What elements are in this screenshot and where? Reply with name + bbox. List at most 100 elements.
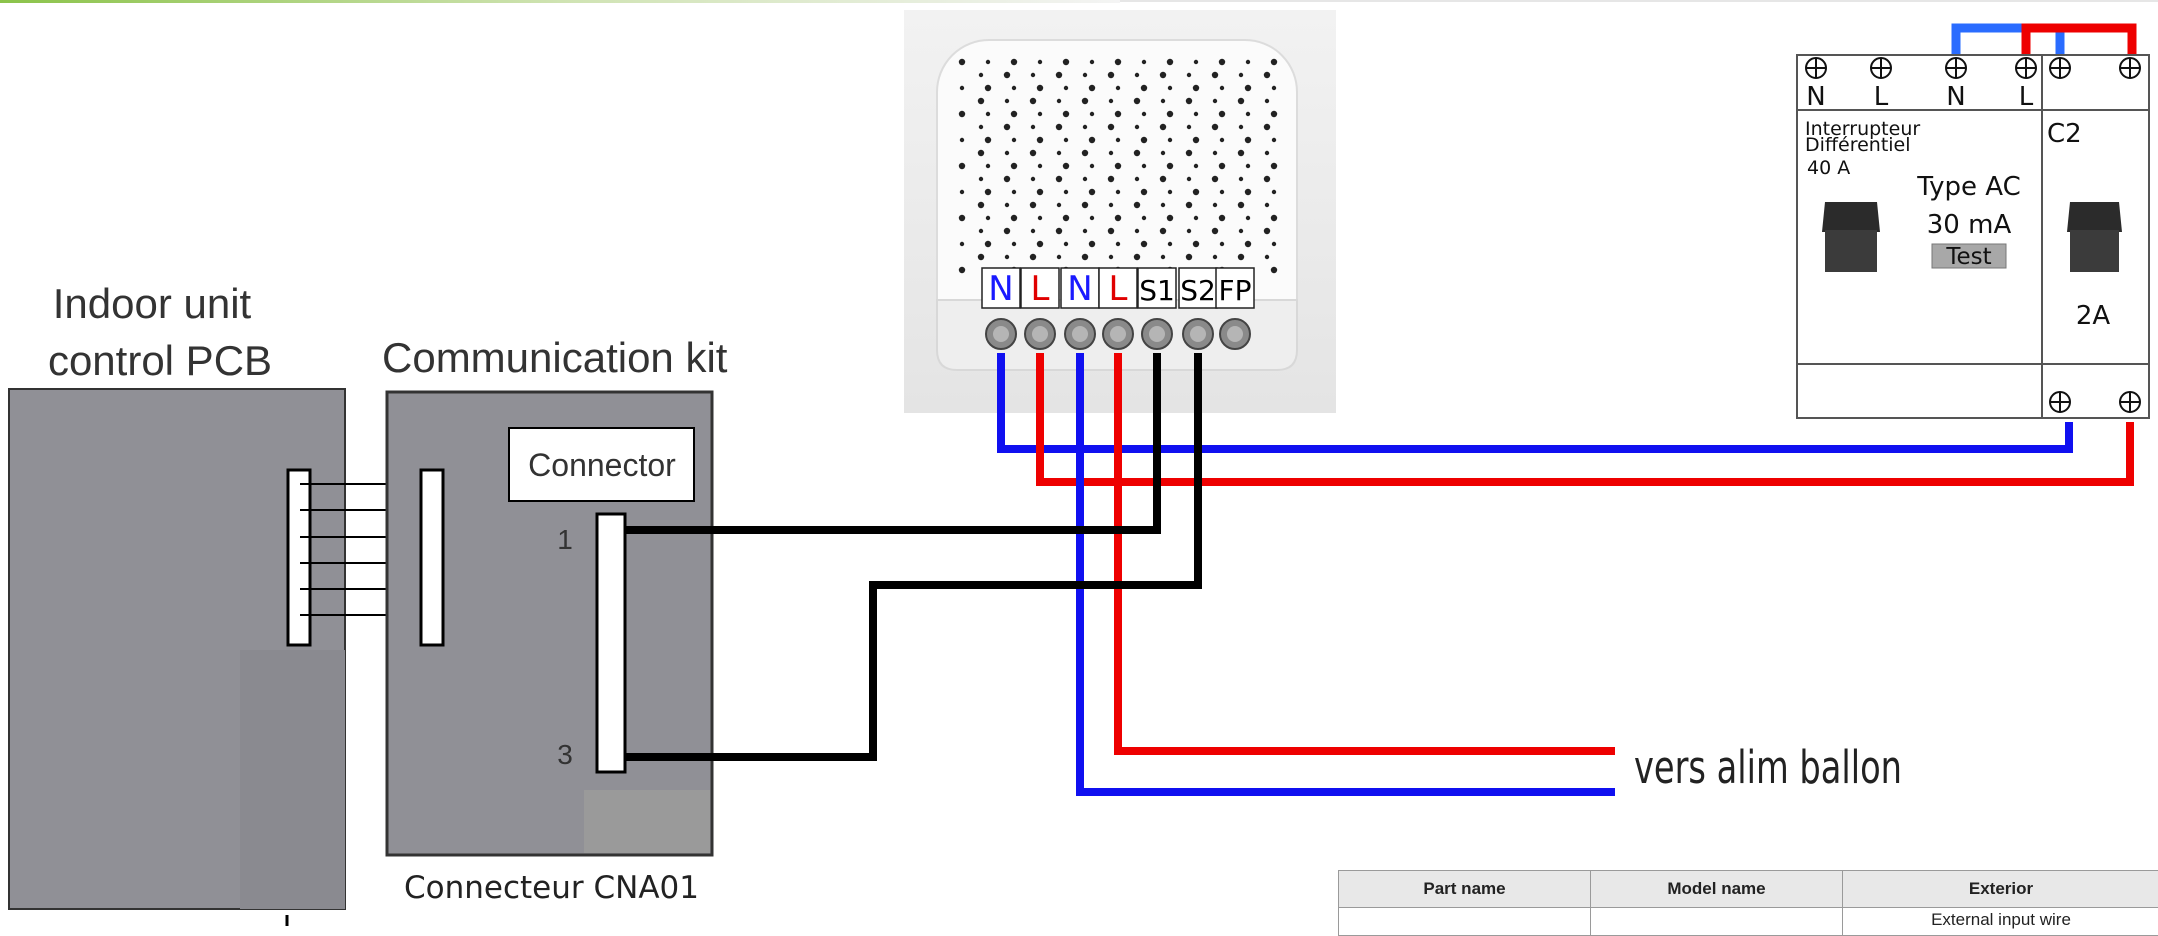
vent-dot: [1037, 137, 1043, 143]
vent-dot: [1238, 150, 1244, 156]
vent-dot: [1245, 189, 1251, 195]
vent-dot: [1212, 176, 1218, 182]
vent-dot: [1063, 215, 1069, 221]
ballon-label: vers alim ballon: [1634, 741, 1902, 794]
vent-dot: [1245, 137, 1251, 143]
rcd-type: Type AC: [1916, 172, 2020, 202]
vent-dot: [1245, 85, 1251, 91]
terminal-label: N: [988, 269, 1013, 309]
vent-dot: [1089, 85, 1095, 91]
vent-dot: [985, 137, 991, 143]
vent-dot: [1168, 242, 1172, 246]
vent-dot: [1038, 60, 1042, 64]
vent-dot: [985, 189, 991, 195]
vent-dot: [960, 138, 964, 142]
screw-head: [1072, 326, 1088, 342]
vent-dot: [1219, 111, 1225, 117]
vent-dot: [1135, 125, 1139, 129]
vent-dot: [1011, 111, 1017, 117]
vent-dot: [1160, 72, 1166, 78]
vent-dot: [1082, 202, 1088, 208]
vent-dot: [1213, 203, 1217, 207]
rcd-label-2: Différentiel: [1805, 134, 1911, 156]
breaker-top-l1: L: [1874, 82, 1889, 112]
vent-dot: [1012, 242, 1016, 246]
vent-dot: [1005, 151, 1009, 155]
vent-dot: [1134, 150, 1140, 156]
pcb-connector: [288, 470, 310, 645]
vent-dot: [1005, 255, 1009, 259]
screw-head: [1149, 326, 1165, 342]
vent-dot: [1115, 59, 1121, 65]
vent-dot: [1004, 124, 1010, 130]
vent-dot: [960, 86, 964, 90]
vent-dot: [986, 216, 990, 220]
vent-dot: [1193, 189, 1199, 195]
screw-head: [1032, 326, 1048, 342]
vent-dot: [1057, 203, 1061, 207]
terminal-label: FP: [1219, 274, 1252, 307]
vent-dot: [1194, 60, 1198, 64]
vent-dot: [1090, 164, 1094, 168]
vent-dot: [1089, 189, 1095, 195]
vent-dot: [986, 60, 990, 64]
vent-dot: [1194, 216, 1198, 220]
vent-dot: [1109, 203, 1113, 207]
vent-dot: [1038, 216, 1042, 220]
vent-dot: [1005, 203, 1009, 207]
top-accent-line-right: [1120, 0, 2158, 2]
vent-dot: [1239, 125, 1243, 129]
header-model-name: Model name: [1591, 871, 1843, 908]
vent-dot: [1108, 124, 1114, 130]
vent-dot: [978, 254, 984, 260]
c2-toggle: [2067, 202, 2122, 272]
vent-dot: [1141, 85, 1147, 91]
terminal-label: S2: [1180, 274, 1216, 307]
feed-red: [2026, 28, 2132, 58]
vent-dot: [1004, 176, 1010, 182]
vent-dot: [1004, 228, 1010, 234]
vent-dot: [959, 111, 965, 117]
vent-dot: [1160, 124, 1166, 130]
vent-dot: [1030, 202, 1036, 208]
vent-dot: [1142, 60, 1146, 64]
vent-dot: [1219, 59, 1225, 65]
vent-dot: [978, 150, 984, 156]
vent-dot: [1037, 189, 1043, 195]
table-cell-exterior: External input wire: [1843, 908, 2158, 936]
vent-dot: [1037, 241, 1043, 247]
vent-dot: [1115, 163, 1121, 169]
vent-dot: [959, 163, 965, 169]
vent-dot: [1141, 137, 1147, 143]
vent-dot: [1142, 112, 1146, 116]
vent-dot: [1264, 124, 1270, 130]
vent-dot: [1238, 202, 1244, 208]
vent-dot: [1161, 255, 1165, 259]
header-exterior: Exterior: [1843, 871, 2158, 908]
communication-kit: Communication kit Connector 1 3 Connecte…: [382, 334, 728, 906]
indoor-unit-shade: [240, 650, 345, 909]
vent-dot: [1239, 73, 1243, 77]
vent-dot: [1142, 216, 1146, 220]
vent-dot: [1083, 229, 1087, 233]
parts-table-header-row: Part name Model name Exterior: [1339, 871, 2158, 908]
breaker-top-n1: N: [1806, 82, 1825, 112]
vent-dot: [1167, 111, 1173, 117]
vent-dot: [1160, 176, 1166, 182]
vent-dot: [1056, 228, 1062, 234]
vent-dot: [1220, 86, 1224, 90]
vent-dot: [1064, 86, 1068, 90]
vent-dot: [1064, 242, 1068, 246]
screw-head: [1227, 326, 1243, 342]
vent-dot: [1193, 241, 1199, 247]
vent-dot: [1186, 150, 1192, 156]
vent-dot: [1141, 241, 1147, 247]
parts-table: Part name Model name Exterior External i…: [1338, 870, 2158, 936]
vent-dot: [1134, 254, 1140, 260]
vent-dot: [1057, 151, 1061, 155]
vent-dot: [1186, 254, 1192, 260]
vent-dot: [1011, 163, 1017, 169]
vent-dot: [1168, 190, 1172, 194]
